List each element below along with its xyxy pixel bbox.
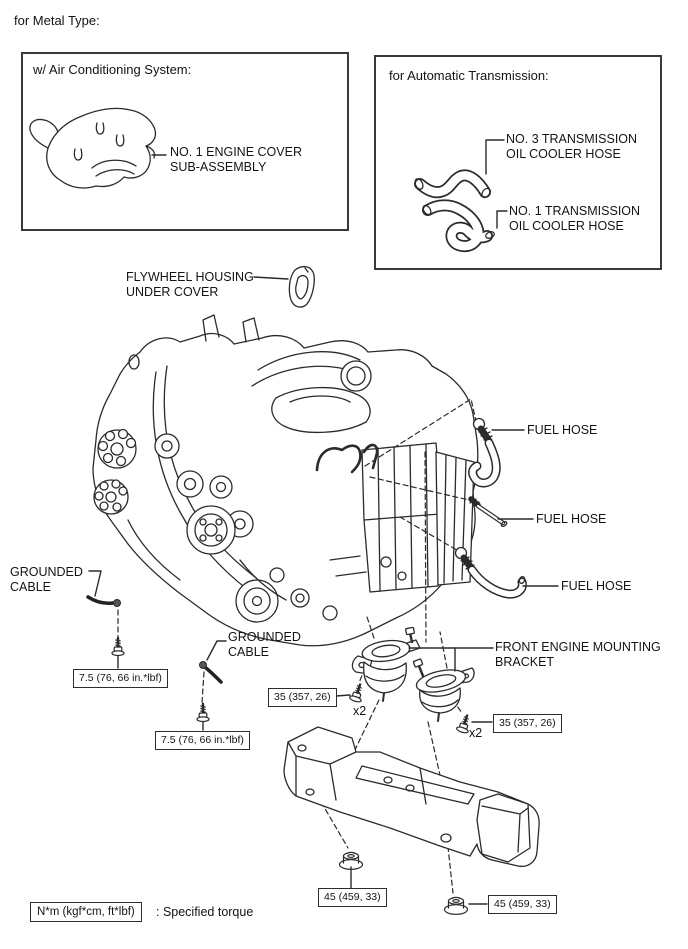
grounded-cable-2-label: GROUNDED CABLE: [228, 630, 301, 659]
mount-bolt-2-qty: x2: [469, 726, 483, 740]
at-frame: [374, 55, 662, 270]
crossmember-illustration: [283, 726, 540, 868]
fuel-hose-3-illustration: [454, 546, 527, 599]
engine-illustration: [92, 314, 479, 647]
page-title: for Metal Type:: [14, 13, 100, 28]
transmission-hose-3-illustration: [414, 169, 491, 199]
ac-system-title: w/ Air Conditioning System:: [33, 62, 192, 77]
ac-system-frame: [21, 52, 349, 231]
ground-bolt-1-illustration: [110, 636, 126, 657]
grounded-cable-2-illustration: [199, 661, 223, 684]
grounded-cable-1-illustration: [86, 595, 121, 607]
mount-bolt-1-illustration: [347, 681, 367, 705]
legend-unit-box: N*m (kgf*cm, ft*lbf): [30, 902, 142, 922]
label-leader-lines: [88, 139, 559, 905]
member-nut-2-illustration: [443, 896, 469, 915]
fuel-hose-3-label: FUEL HOSE: [561, 579, 632, 593]
fuel-hose-1-illustration: [468, 417, 501, 488]
flywheel-cover-illustration: [288, 265, 315, 308]
torque-spec-member-1: 45 (459, 33): [318, 888, 387, 907]
fuel-hose-1-label: FUEL HOSE: [527, 423, 598, 437]
engine-cover-illustration: [29, 107, 157, 189]
torque-spec-ground-1: 7.5 (76, 66 in.*lbf): [73, 669, 168, 688]
grounded-cable-1-label: GROUNDED CABLE: [10, 565, 83, 594]
transmission-hose-1-label: NO. 1 TRANSMISSION OIL COOLER HOSE: [509, 204, 641, 233]
engine-cover-label: NO. 1 ENGINE COVER SUB-ASSEMBLY: [170, 145, 302, 174]
mount-bracket-1-illustration: [351, 626, 421, 702]
torque-spec-ground-2: 7.5 (76, 66 in.*lbf): [155, 731, 250, 750]
mount-bolt-1-qty: x2: [353, 704, 367, 718]
fuel-hose-2-illustration: [468, 496, 508, 528]
torque-spec-mount-1: 35 (357, 26): [268, 688, 337, 707]
at-title: for Automatic Transmission:: [389, 68, 549, 83]
torque-spec-mount-2: 35 (357, 26): [493, 714, 562, 733]
legend-description: : Specified torque: [156, 905, 254, 919]
mount-bracket-2-illustration: [412, 658, 475, 722]
torque-spec-member-2: 45 (459, 33): [488, 895, 557, 914]
ground-bolt-2-illustration: [195, 702, 211, 723]
flywheel-cover-label: FLYWHEEL HOUSING UNDER COVER: [126, 270, 254, 299]
fuel-hose-2-label: FUEL HOSE: [536, 512, 607, 526]
transmission-hose-3-label: NO. 3 TRANSMISSION OIL COOLER HOSE: [506, 132, 638, 161]
transmission-hose-1-illustration: [422, 199, 495, 253]
front-mount-bracket-label: FRONT ENGINE MOUNTING BRACKET: [495, 640, 661, 669]
